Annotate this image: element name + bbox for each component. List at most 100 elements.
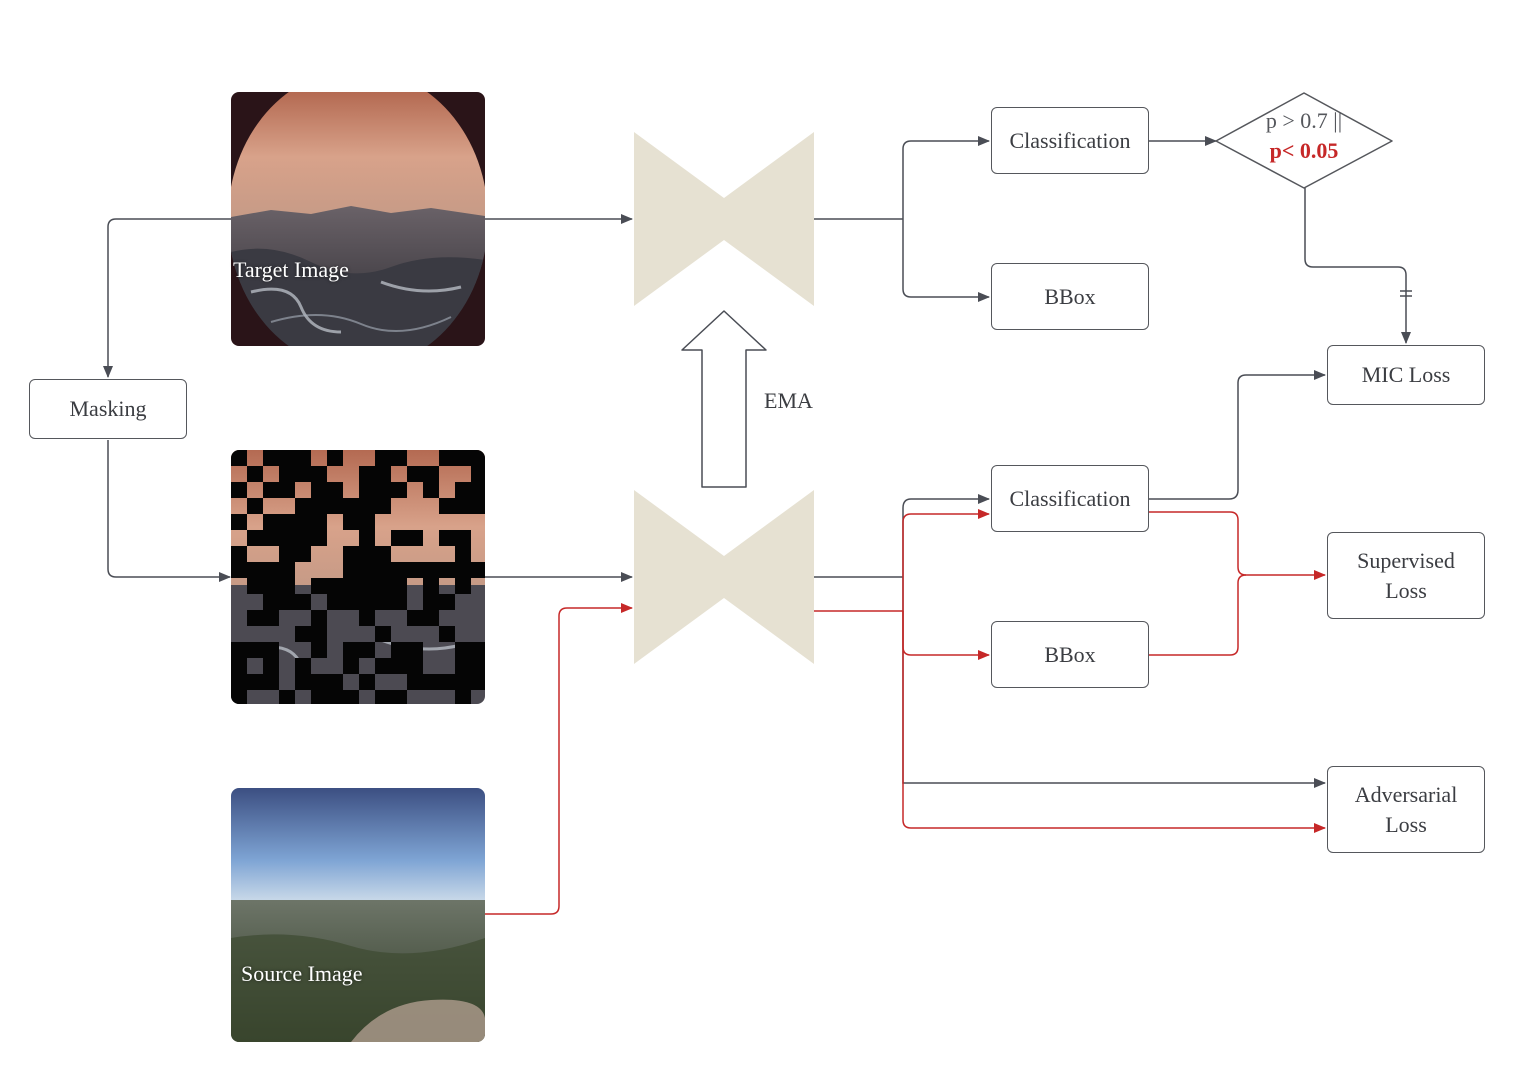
target-image xyxy=(231,92,485,346)
mask-patch xyxy=(423,594,439,610)
target-image-label: Target Image xyxy=(233,257,349,282)
mask-patch xyxy=(439,530,455,546)
classification-box-teacher: Classification xyxy=(991,107,1149,174)
mask-patch xyxy=(455,658,471,674)
mask-patch xyxy=(327,498,343,514)
mask-patch xyxy=(423,578,439,594)
ema-arrow xyxy=(681,310,767,488)
bbox-box-student: BBox xyxy=(991,621,1149,688)
mask-patch xyxy=(327,450,343,466)
mask-patch xyxy=(359,546,375,562)
mask-patch xyxy=(471,642,485,658)
mask-patch xyxy=(311,482,327,498)
mask-patch xyxy=(439,626,455,642)
mask-patch xyxy=(247,578,263,594)
mask-patch xyxy=(279,594,295,610)
edge-teacher-to-classification xyxy=(902,136,990,219)
mask-patch xyxy=(295,658,311,674)
mask-patch xyxy=(359,594,375,610)
mask-patch xyxy=(423,466,439,482)
mask-patch xyxy=(455,546,471,562)
mask-patch xyxy=(359,674,375,690)
mask-patch xyxy=(295,674,311,690)
mask-patch xyxy=(327,594,343,610)
mask-patch xyxy=(407,466,423,482)
mask-patch xyxy=(455,578,471,594)
mask-patch xyxy=(247,610,263,626)
mask-patch xyxy=(311,610,327,626)
mask-patch xyxy=(359,578,375,594)
mask-patch xyxy=(359,466,375,482)
mask-patch xyxy=(231,450,247,466)
mask-patch xyxy=(375,546,391,562)
mask-patch xyxy=(343,578,359,594)
mask-patch xyxy=(375,626,391,642)
decision-pvalue-text: p< 0.05 xyxy=(1269,138,1339,163)
mask-patch xyxy=(295,450,311,466)
mask-patch xyxy=(263,562,279,578)
mask-patch xyxy=(279,562,295,578)
teacher-model-shape xyxy=(634,132,814,306)
mask-patch xyxy=(455,482,471,498)
mask-patch xyxy=(375,450,391,466)
mask-patch xyxy=(471,482,485,498)
mask-patch xyxy=(375,690,391,704)
mask-patch xyxy=(231,514,247,530)
mask-patch xyxy=(343,546,359,562)
mask-patch xyxy=(391,482,407,498)
mask-patch xyxy=(455,530,471,546)
mask-patch xyxy=(295,514,311,530)
mask-patch xyxy=(311,626,327,642)
mask-patch xyxy=(359,642,375,658)
mask-patch xyxy=(343,514,359,530)
mask-patch xyxy=(375,466,391,482)
mask-patch xyxy=(359,514,375,530)
mask-patch xyxy=(359,610,375,626)
bbox-box-teacher: BBox xyxy=(991,263,1149,330)
edge-mark xyxy=(1400,290,1412,297)
mask-patch xyxy=(391,450,407,466)
mask-patch xyxy=(263,578,279,594)
mask-patch xyxy=(263,530,279,546)
mask-patch xyxy=(327,690,343,704)
decision-threshold-text: p > 0.7 || xyxy=(1265,108,1343,133)
mask-patch xyxy=(439,594,455,610)
source-image-label: Source Image xyxy=(241,961,363,986)
mask-patch xyxy=(439,450,455,466)
mask-patch xyxy=(423,482,439,498)
mask-patch xyxy=(295,498,311,514)
mask-patch xyxy=(263,594,279,610)
mask-patch xyxy=(471,466,485,482)
mask-patch xyxy=(263,482,279,498)
mask-patch xyxy=(359,482,375,498)
mask-patch xyxy=(471,562,485,578)
mask-patch xyxy=(231,482,247,498)
mask-patch xyxy=(311,498,327,514)
mask-patch xyxy=(423,610,439,626)
mask-patch xyxy=(455,562,471,578)
mask-patch xyxy=(375,658,391,674)
mask-patch xyxy=(231,690,247,704)
mask-patch xyxy=(311,466,327,482)
mask-patch xyxy=(231,562,247,578)
mask-patch xyxy=(295,546,311,562)
mask-patch xyxy=(391,578,407,594)
mask-patch xyxy=(455,642,471,658)
edge-classification-to-mic xyxy=(1149,370,1326,500)
mask-patch xyxy=(455,690,471,704)
mask-patch xyxy=(455,498,471,514)
mask-patch xyxy=(471,658,485,674)
mask-patch xyxy=(311,578,327,594)
mask-patch xyxy=(231,674,247,690)
supervised-loss-box: Supervised Loss xyxy=(1327,532,1485,619)
mask-patch xyxy=(263,610,279,626)
mask-patch xyxy=(279,530,295,546)
mask-patch xyxy=(231,658,247,674)
mask-patch xyxy=(391,658,407,674)
adversarial-loss-box: Adversarial Loss xyxy=(1327,766,1485,853)
mask-patch xyxy=(407,658,423,674)
mask-patch xyxy=(439,498,455,514)
edge-student-to-classification xyxy=(902,494,990,577)
mask-patch xyxy=(327,578,343,594)
mask-patch xyxy=(311,514,327,530)
